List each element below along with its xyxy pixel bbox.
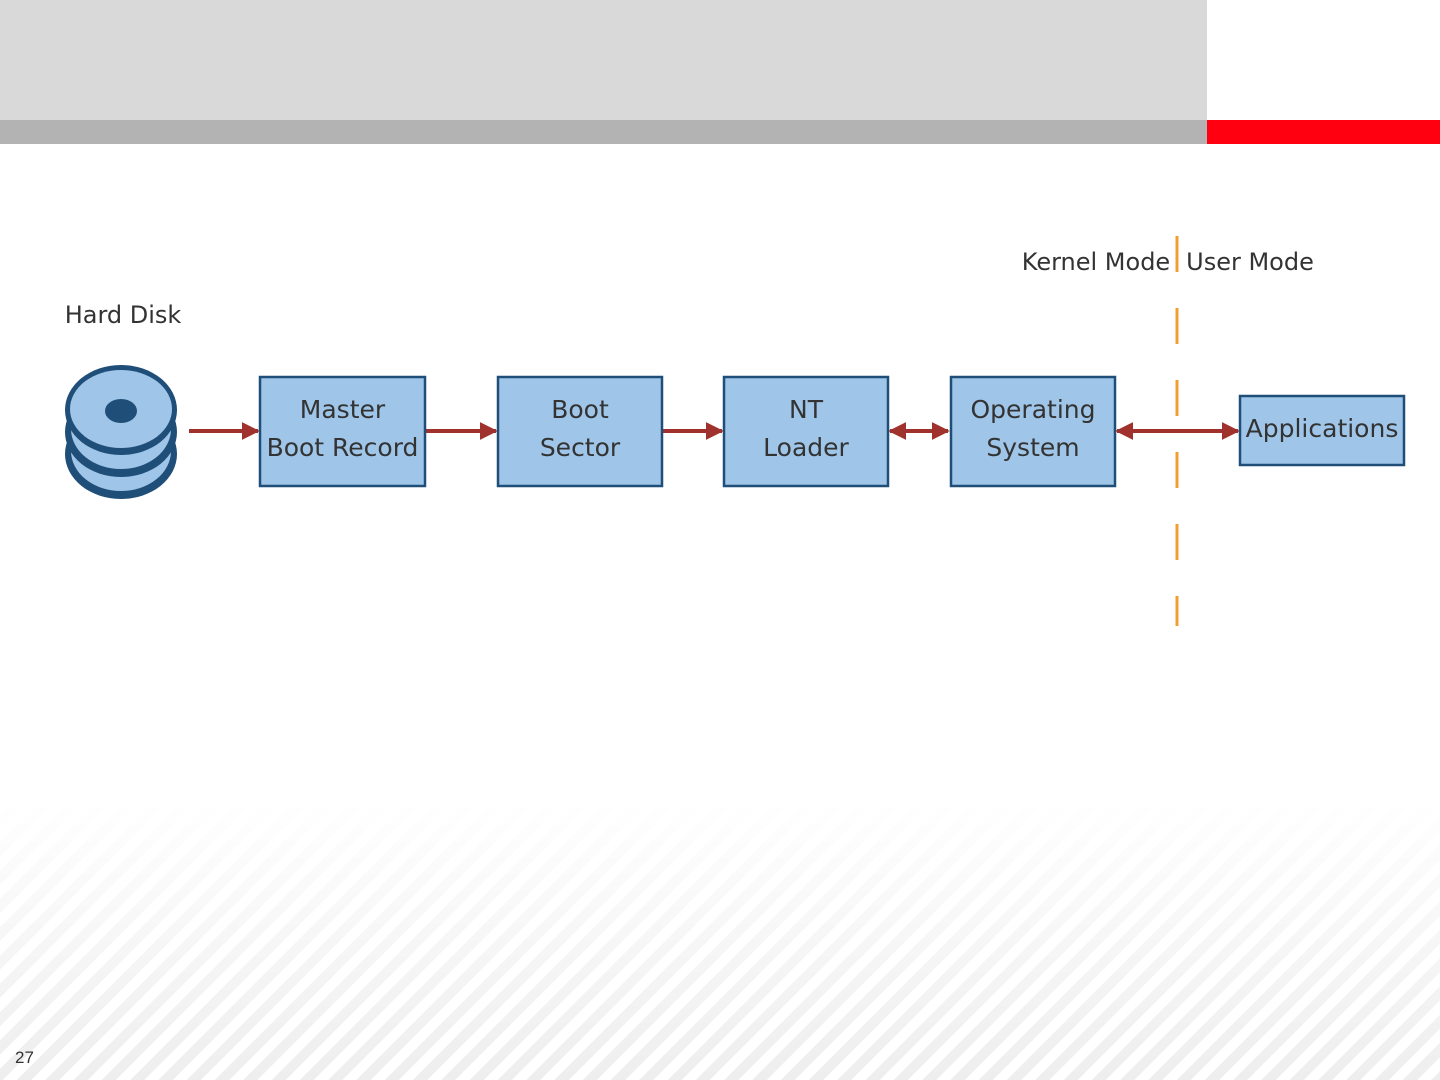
box-boot-sector: Boot Sector: [496, 375, 664, 488]
kernel-mode-label: Kernel Mode: [1022, 248, 1170, 276]
header-band: [0, 0, 1207, 120]
svg-text:User Mode: User Mode: [1186, 248, 1314, 276]
hard-disk-icon: [65, 365, 177, 499]
box-nt-loader: NT Loader: [722, 375, 890, 488]
box-applications-line-1: Applications: [1246, 414, 1399, 443]
header-bar: [0, 120, 1207, 144]
box-operating-system-line-2: System: [986, 433, 1079, 462]
box-master-boot-record-line-2: Boot Record: [267, 433, 419, 462]
box-applications: Applications: [1238, 394, 1406, 467]
background-stripes: [0, 800, 1440, 1080]
box-boot-sector-line-1: Boot: [551, 395, 609, 424]
box-master-boot-record: Master Boot Record: [258, 375, 427, 488]
box-operating-system-line-1: Operating: [971, 395, 1096, 424]
box-master-boot-record-line-1: Master: [300, 395, 386, 424]
hard-disk-label: Hard Disk: [65, 301, 182, 329]
box-operating-system: Operating System: [949, 375, 1117, 488]
box-nt-loader-line-2: Loader: [763, 433, 849, 462]
header-accent-bar: [1207, 120, 1440, 144]
user-mode-label: User Mode: [1186, 248, 1314, 276]
slide-number: 27: [15, 1048, 34, 1067]
box-nt-loader-line-1: NT: [789, 395, 824, 424]
svg-text:Hard Disk: Hard Disk: [65, 301, 182, 329]
svg-text:Kernel Mode: Kernel Mode: [1022, 248, 1170, 276]
box-boot-sector-line-2: Sector: [540, 433, 621, 462]
